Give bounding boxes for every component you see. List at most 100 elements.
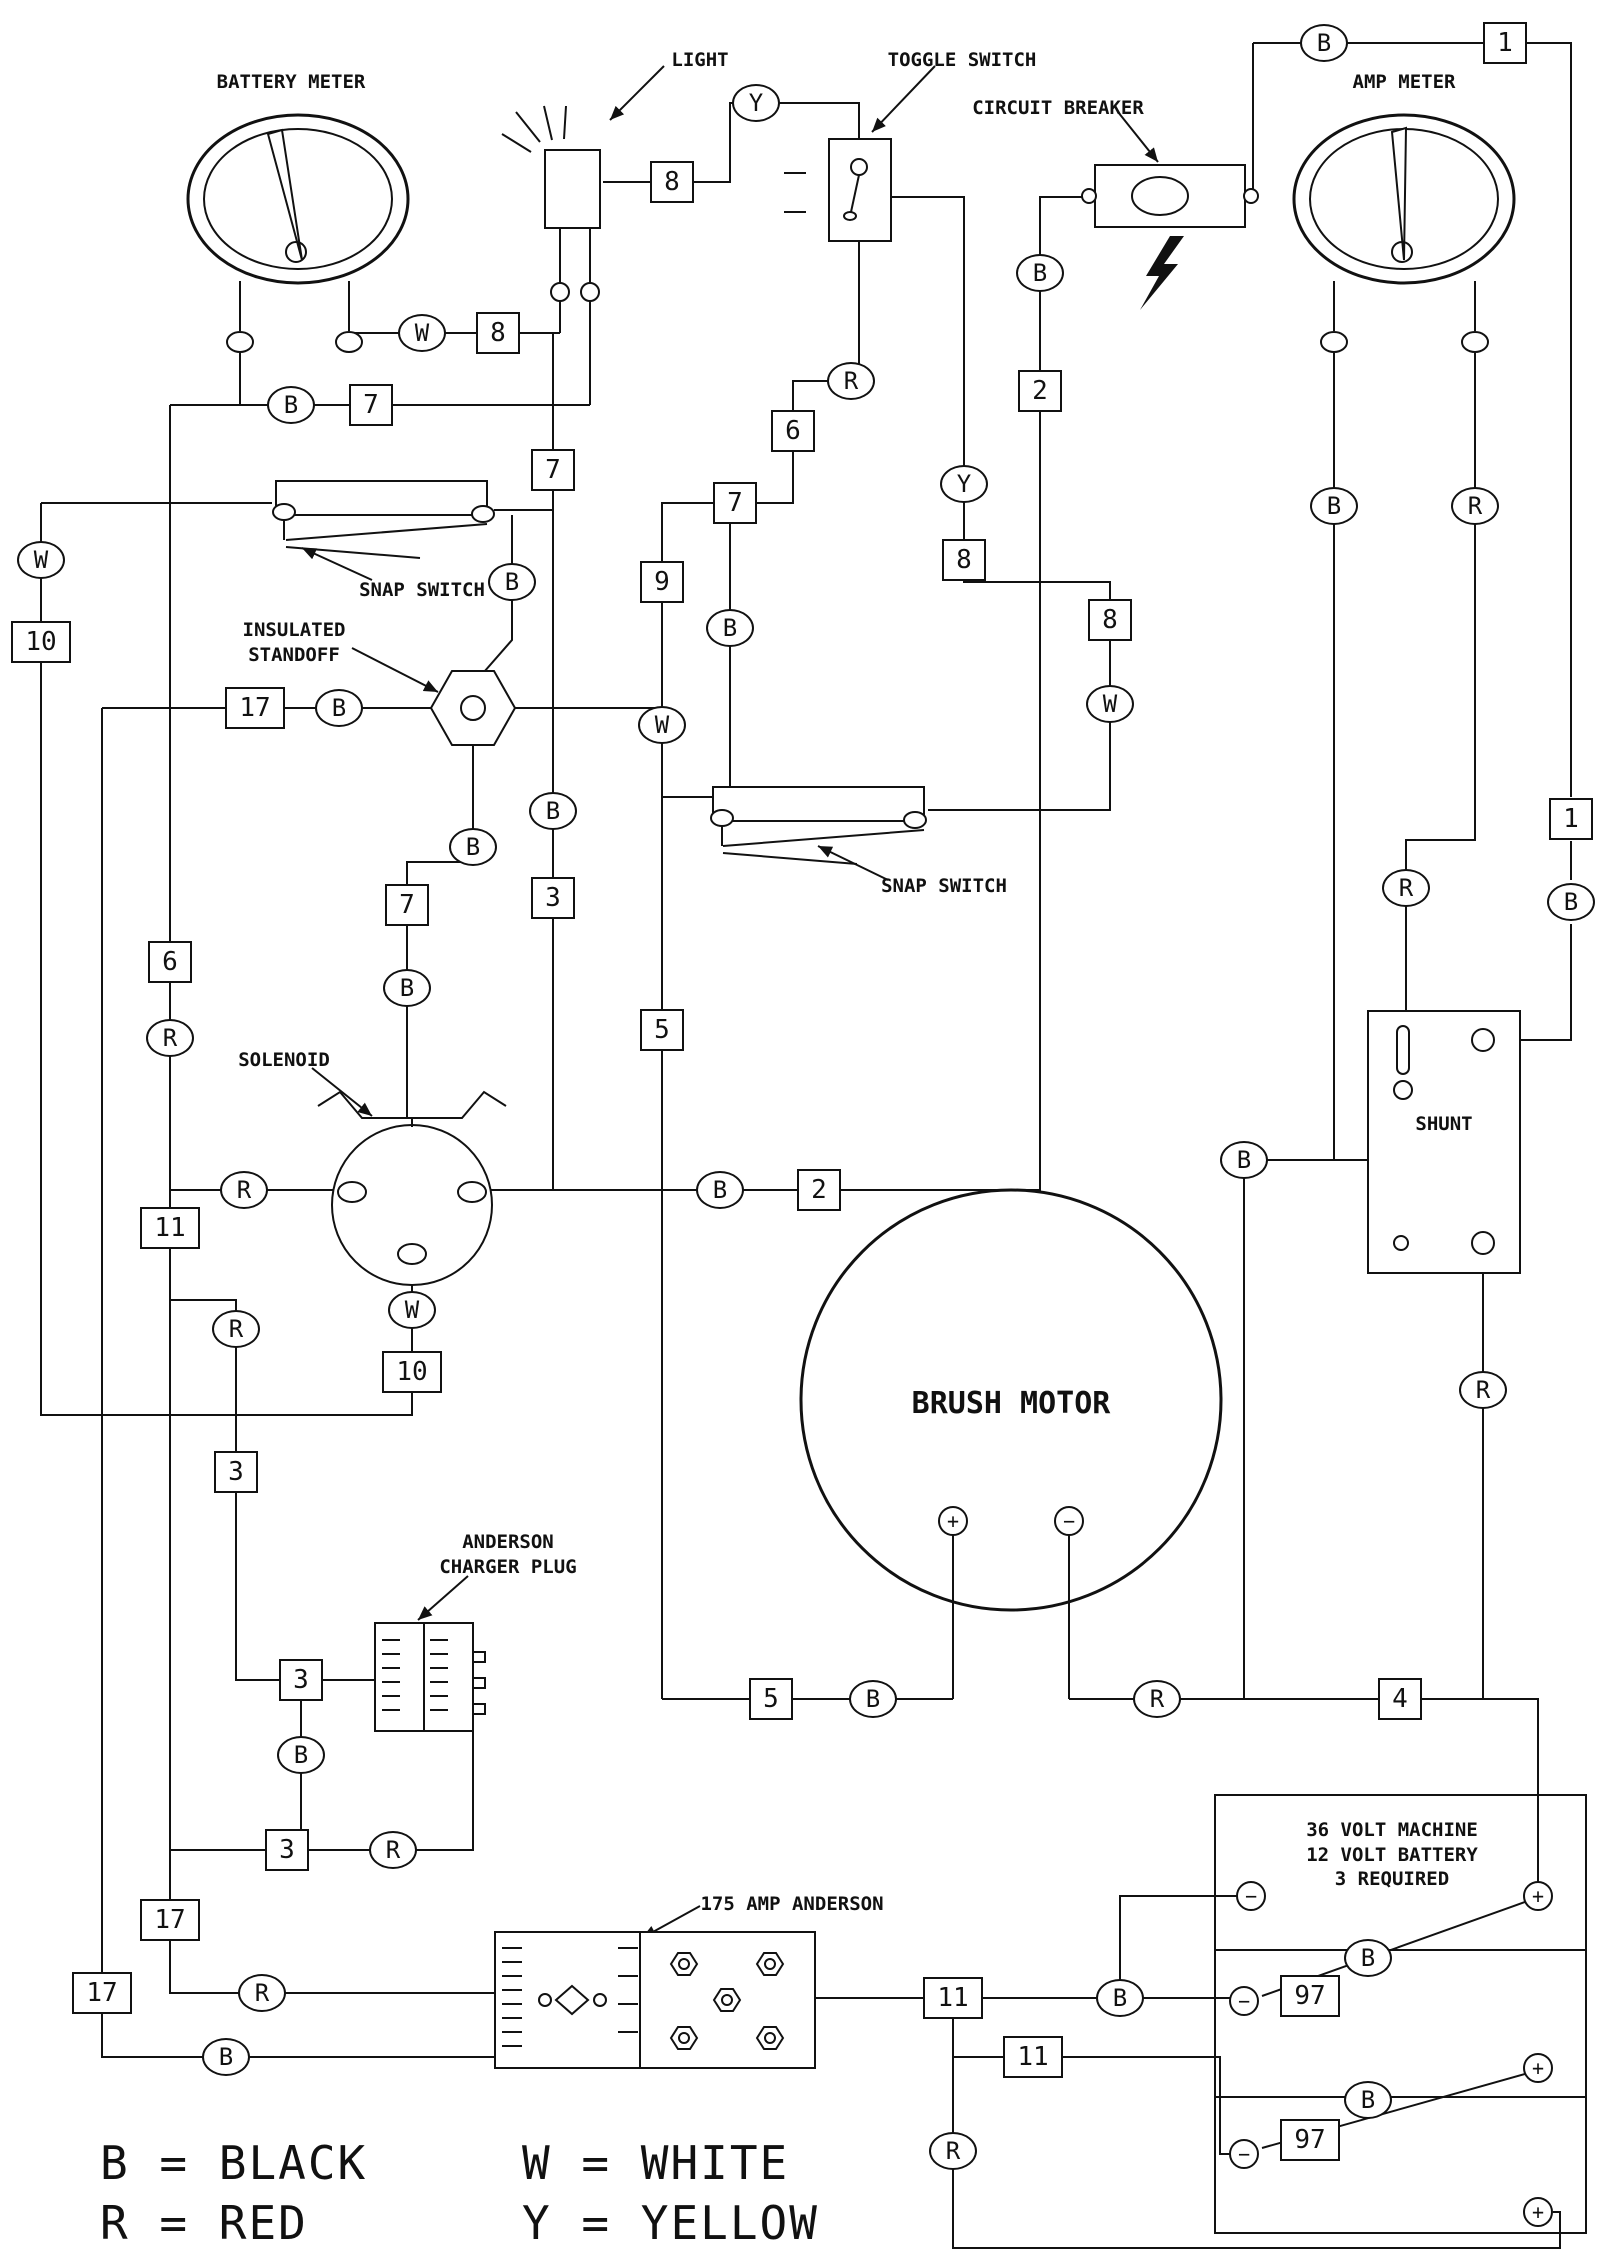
wire-color-tag-B: B <box>1310 487 1358 525</box>
wire-color-tag-B: B <box>1344 1939 1392 1977</box>
wire-number-tag-17: 17 <box>72 1972 132 2014</box>
legend-item-1: W = WHITE <box>522 2136 790 2190</box>
terminal-positive: + <box>1523 2197 1553 2227</box>
light-label: LIGHT <box>671 49 729 71</box>
snap-switch-2-label: SNAP SWITCH <box>881 875 1007 897</box>
wire-color-tag-B: B <box>277 1736 325 1774</box>
terminal-negative: − <box>1229 2139 1259 2169</box>
wire-number-tag-7: 7 <box>385 884 429 926</box>
wire-number-tag-6: 6 <box>771 410 815 452</box>
terminal-negative: − <box>1054 1506 1084 1536</box>
wire-number-tag-17: 17 <box>140 1899 200 1941</box>
battery-meter <box>186 113 410 353</box>
wire-color-tag-B: B <box>706 609 754 647</box>
amp-meter <box>1292 113 1516 353</box>
wire-color-tag-B: B <box>1344 2081 1392 2119</box>
wire-color-tag-W: W <box>17 541 65 579</box>
wire-number-tag-4: 4 <box>1378 1678 1422 1720</box>
wire-number-tag-1: 1 <box>1483 22 1527 64</box>
wire-color-tag-B: B <box>315 689 363 727</box>
brush-motor-label: BRUSH MOTOR <box>911 1386 1111 1421</box>
wire-number-tag-7: 7 <box>713 482 757 524</box>
wire-number-tag-2: 2 <box>1018 370 1062 412</box>
light-fixture <box>501 105 601 302</box>
wire-color-tag-R: R <box>1451 487 1499 525</box>
wire-number-tag-6: 6 <box>148 941 192 983</box>
wire-number-tag-3: 3 <box>279 1659 323 1701</box>
wire-color-tag-B: B <box>849 1680 897 1718</box>
wire-number-tag-11: 11 <box>1003 2036 1063 2078</box>
wire-color-tag-W: W <box>638 706 686 744</box>
wire-color-tag-B: B <box>1220 1141 1268 1179</box>
insulated-standoff <box>429 670 517 746</box>
solenoid <box>317 1090 507 1286</box>
wire-color-tag-R: R <box>929 2132 977 2170</box>
wire-color-tag-R: R <box>220 1171 268 1209</box>
wire-color-tag-R: R <box>1133 1680 1181 1718</box>
wire-number-tag-8: 8 <box>650 161 694 203</box>
wire-color-tag-R: R <box>1382 869 1430 907</box>
wire-color-tag-B: B <box>488 563 536 601</box>
wire-color-tag-B: B <box>383 969 431 1007</box>
snap-switch-2 <box>710 786 927 865</box>
battery-meter-label: BATTERY METER <box>216 71 366 93</box>
wire-color-tag-Y: Y <box>940 465 988 503</box>
wire-number-tag-11: 11 <box>140 1207 200 1249</box>
brush-motor <box>799 1188 1223 1612</box>
wire-number-tag-1: 1 <box>1549 798 1593 840</box>
wire-color-tag-B: B <box>529 792 577 830</box>
terminal-positive: + <box>938 1506 968 1536</box>
wire-number-tag-3: 3 <box>214 1451 258 1493</box>
legend-item-0: B = BLACK <box>100 2136 368 2190</box>
wire-color-tag-B: B <box>449 828 497 866</box>
wire-color-tag-W: W <box>398 314 446 352</box>
anderson-175-label: 175 AMP ANDERSON <box>700 1893 884 1915</box>
wire-number-tag-3: 3 <box>531 877 575 919</box>
amp-meter-label: AMP METER <box>1352 71 1456 93</box>
terminal-positive: + <box>1523 1881 1553 1911</box>
wire-number-tag-7: 7 <box>349 384 393 426</box>
wire-color-tag-R: R <box>369 1831 417 1869</box>
wire-number-tag-8: 8 <box>1088 599 1132 641</box>
legend-item-3: Y = YELLOW <box>522 2196 819 2250</box>
terminal-positive: + <box>1523 2053 1553 2083</box>
wire-number-tag-8: 8 <box>942 539 986 581</box>
wire-color-tag-B: B <box>1096 1979 1144 2017</box>
shunt <box>1367 1010 1521 1274</box>
terminal-negative: − <box>1229 1986 1259 2016</box>
toggle-switch <box>784 138 892 242</box>
terminal-negative: − <box>1236 1881 1266 1911</box>
battery-info: 36 VOLT MACHINE 12 VOLT BATTERY 3 REQUIR… <box>1306 1819 1478 1891</box>
wire-color-tag-R: R <box>212 1310 260 1348</box>
wire-color-tag-B: B <box>1016 254 1064 292</box>
shunt-label: SHUNT <box>1415 1113 1473 1135</box>
wire-color-tag-B: B <box>267 386 315 424</box>
wire-color-tag-R: R <box>1459 1371 1507 1409</box>
circuit-breaker-label: CIRCUIT BREAKER <box>972 97 1144 119</box>
legend-item-2: R = RED <box>100 2196 308 2250</box>
wire-number-tag-5: 5 <box>749 1678 793 1720</box>
wire-color-tag-B: B <box>1547 883 1595 921</box>
wire-color-tag-B: B <box>1300 24 1348 62</box>
wire-color-tag-R: R <box>238 1974 286 2012</box>
insulated-standoff-label: INSULATED STANDOFF <box>242 619 346 666</box>
wire-color-tag-R: R <box>827 362 875 400</box>
wire-number-tag-10: 10 <box>11 621 71 663</box>
wire-number-tag-9: 9 <box>640 561 684 603</box>
wire-number-tag-97: 97 <box>1280 1975 1340 2017</box>
wire-number-tag-8: 8 <box>476 312 520 354</box>
wire-number-tag-97: 97 <box>1280 2119 1340 2161</box>
snap-switch-1 <box>272 480 495 559</box>
wire-number-tag-17: 17 <box>225 687 285 729</box>
wire-number-tag-3: 3 <box>265 1829 309 1871</box>
wire-number-tag-2: 2 <box>797 1169 841 1211</box>
battery-bank <box>1214 1794 1587 2234</box>
circuit-breaker <box>1081 164 1259 310</box>
solenoid-label: SOLENOID <box>238 1049 330 1071</box>
snap-switch-1-label: SNAP SWITCH <box>359 579 485 601</box>
anderson-charger-plug <box>374 1622 486 1732</box>
wire-color-tag-Y: Y <box>732 84 780 122</box>
